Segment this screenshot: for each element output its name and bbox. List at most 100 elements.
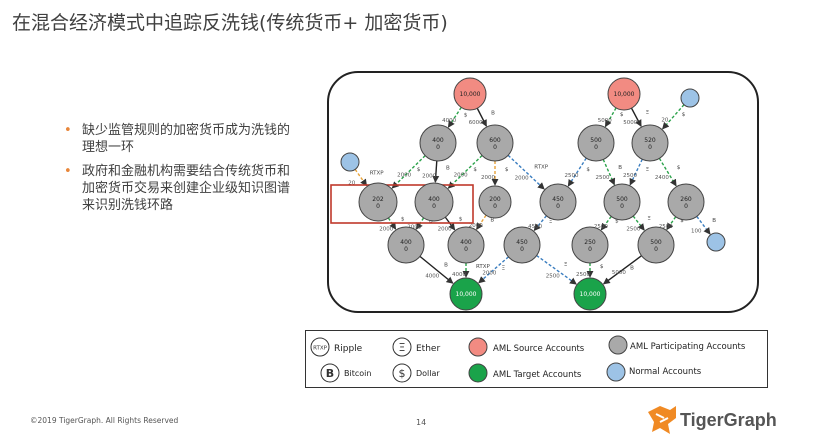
node-balance: 0	[404, 246, 408, 253]
edge-s1-a1	[447, 107, 462, 128]
tigergraph-logo-icon	[648, 406, 676, 434]
edge-amount-label: 4000	[452, 272, 466, 278]
edge-amount-label: 2000	[438, 227, 452, 233]
edge-amount-label: 6000	[469, 120, 483, 126]
node-amount: 260	[680, 196, 692, 203]
page-number: 14	[416, 418, 427, 427]
edge-currency-symbol: B	[618, 165, 622, 171]
node-amount: 400	[460, 239, 472, 246]
edge-currency-symbol: Ξ	[646, 167, 650, 173]
edge-currency-symbol: B	[712, 218, 716, 224]
node-amount: 500	[650, 239, 662, 246]
aml-transaction-graph: 4000$6000B2000$2000B2000$2000$2000RTXP20…	[327, 71, 759, 313]
node-amount: 500	[616, 196, 628, 203]
node-amount: 200	[489, 196, 501, 203]
node-balance: 0	[588, 246, 592, 253]
tigergraph-logo-text: TigerGraph	[680, 410, 777, 430]
node-amount: 400	[432, 137, 444, 144]
bullet-list: •缺少监管规则的加密货币成为洗钱的理想一环 •政府和金融机构需要结合传统货币和加…	[62, 122, 292, 221]
node-balance: 0	[376, 203, 380, 210]
edge-b1-c4	[567, 157, 587, 187]
node-b2-participating	[631, 124, 669, 162]
edge-amount-label: 2000	[422, 173, 436, 179]
edge-currency-symbol: RTXP	[534, 165, 549, 171]
edge-amount-label: 2500	[576, 272, 590, 278]
edge-currency-symbol: Ξ	[646, 110, 650, 116]
edge-amount-label: 4000	[442, 118, 456, 124]
edge-amount-label: 2500	[546, 273, 560, 279]
edge-amount-label: 2500	[565, 173, 579, 179]
bullet-text: 缺少监管规则的加密货币成为洗钱的理想一环	[82, 123, 291, 155]
edge-currency-symbol: Ξ	[549, 218, 553, 224]
edge-amount-label: 20	[348, 181, 355, 187]
edge-c6-n3	[696, 215, 711, 235]
source-account-swatch	[468, 337, 488, 357]
node-balance: 0	[556, 203, 560, 210]
edge-amount-label: 5000	[598, 118, 612, 124]
node-t1-target	[449, 277, 483, 311]
node-n3-normal	[706, 232, 726, 252]
node-balance: 0	[684, 203, 688, 210]
node-t2-target	[573, 277, 607, 311]
edge-currency-symbol: $	[505, 167, 509, 173]
bullet-text: 政府和金融机构需要结合传统货币和加密货币交易来创建企业级知识图谱来识别洗钱环路	[82, 164, 291, 213]
edge-a2-c4	[507, 154, 545, 190]
edge-amount-label: 2000	[454, 172, 468, 178]
edge-currency-symbol: $	[677, 165, 681, 171]
node-c4-participating	[539, 183, 577, 221]
ether-symbol: Ξ	[399, 341, 406, 354]
node-amount: 500	[590, 137, 602, 144]
edge-s2-b1	[604, 107, 617, 128]
node-balance: 0	[432, 203, 436, 210]
node-b1-participating	[577, 124, 615, 162]
legend-label-bitcoin: Bitcoin	[344, 369, 371, 378]
edge-b1-c5	[602, 159, 616, 186]
edge-currency-symbol: $	[615, 218, 619, 224]
node-balance: 0	[436, 144, 440, 151]
node-balance: 0	[654, 246, 658, 253]
edge-amount-label: 2000	[469, 223, 483, 229]
participating-account-swatch	[608, 335, 628, 355]
edge-a2-c2	[447, 155, 483, 189]
node-n1-normal	[340, 152, 360, 172]
node-d5-participating	[637, 226, 675, 264]
node-amount: 250	[584, 239, 596, 246]
edge-amount-label: 2400	[655, 175, 669, 181]
bullet-dot-icon: •	[64, 164, 72, 179]
legend-label-normal: Normal Accounts	[629, 367, 702, 377]
node-n2-normal	[680, 88, 700, 108]
edge-amount-label: 2000	[481, 175, 495, 181]
edge-s1-a2	[476, 107, 487, 127]
dollar-symbol: $	[399, 367, 406, 380]
node-c6-participating	[667, 183, 705, 221]
node-amount: 202	[372, 196, 384, 203]
edge-amount-label: 20	[661, 117, 668, 123]
edge-currency-symbol: RTXP	[476, 264, 491, 270]
edge-currency-symbol: $	[401, 216, 405, 222]
node-d3-participating	[503, 226, 541, 264]
node-a2-participating	[476, 124, 514, 162]
target-account-swatch	[468, 363, 488, 383]
node-s2-source	[607, 77, 641, 111]
bitcoin-symbol: B	[326, 367, 334, 380]
node-amount: 10,000	[580, 291, 601, 298]
node-d4-participating	[571, 226, 609, 264]
edge-amount-label: 2000	[397, 172, 411, 178]
edge-amount-label: 2000	[482, 270, 496, 276]
node-c5-participating	[603, 183, 641, 221]
node-c2-participating	[414, 182, 454, 222]
node-balance: 0	[620, 203, 624, 210]
edge-amount-label: 2500	[626, 226, 640, 232]
legend-label-participating: AML Participating Accounts	[630, 342, 746, 352]
edge-d3-t1	[478, 256, 509, 284]
ripple-icon	[310, 337, 330, 357]
edge-currency-symbol: $	[417, 167, 421, 173]
node-d2-participating	[447, 226, 485, 264]
edge-currency-symbol: Ξ	[647, 216, 651, 222]
node-d1-participating	[387, 226, 425, 264]
node-amount: 400	[428, 196, 440, 203]
edge-amount-label: 2500	[594, 224, 608, 230]
legend-label-ether: Ether	[416, 344, 440, 354]
edge-currency-symbol: B	[630, 265, 634, 271]
